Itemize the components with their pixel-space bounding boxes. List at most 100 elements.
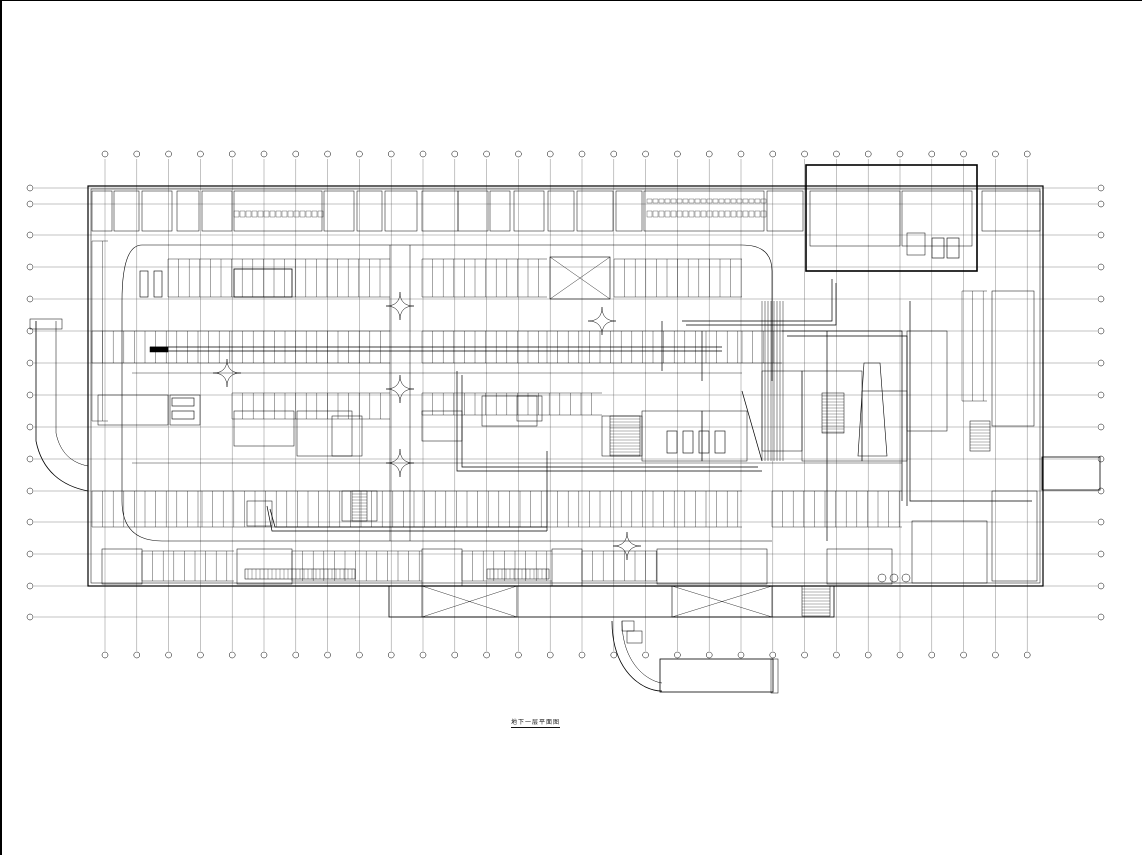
stair-outline [609,415,641,457]
equipment-unit [245,210,252,218]
grid-axis-bubble-icon [133,651,141,659]
core-room [97,394,169,426]
equipment-unit [233,210,240,218]
duct-runs [150,279,1032,541]
core-room [516,395,543,422]
grid-axis-bubble-icon [133,150,141,158]
grid-axis-bubble-icon [101,651,109,659]
equipment-unit [748,210,755,218]
equipment-unit [700,198,707,204]
grid-axis-bubble-icon [292,651,300,659]
equipment-room [457,190,489,232]
grid-axis-bubble-icon [260,651,268,659]
grid-axis-bubble-icon [737,150,745,158]
grid-axis-bubble-icon [833,150,840,158]
grid-axis-bubble-icon [992,651,999,659]
equipment-unit [646,210,653,218]
grid-axis-bubble-icon [26,455,34,463]
parking-stalls [91,240,987,582]
equipment-unit [670,210,677,218]
axis-grid [34,159,1097,651]
parking-stall-icon [421,392,602,416]
pump-room [906,232,926,256]
grid-axis-bubble-icon [515,651,522,659]
grid-axis-bubble-icon [1097,518,1105,526]
grid-axis-bubble-icon [1097,455,1105,463]
equipment-unit [706,210,713,218]
duct-run [787,335,908,506]
axis-bubbles [26,150,1105,659]
equipment-unit [263,210,270,218]
grid-axis-bubble-icon [801,150,808,158]
grid-axis-bubble-icon [451,651,459,659]
equipment-unit [748,198,755,204]
grid-axis-bubble-icon [26,184,34,192]
grid-axis-bubble-icon [546,150,554,158]
ramp-outline [549,256,611,300]
ramp-diagonal [549,256,611,300]
equipment-room [113,190,140,232]
grid-axis-bubble-icon [26,295,34,303]
equipment-unit [682,210,689,218]
equipment-unit [712,198,719,204]
grid-axis-bubble-icon [705,651,713,659]
grid-axis-bubble-icon [387,651,395,659]
grid-axis-bubble-icon [197,651,204,659]
grid-axis-bubble-icon [992,150,999,158]
core-room [169,394,201,426]
ramp-outline [671,585,773,618]
equipment-unit [269,210,276,218]
grid-axis-bubble-icon [1097,613,1105,621]
grid-axis-bubble-icon [769,651,777,659]
equipment-rooms [91,190,1041,617]
duct-run [461,375,758,468]
grid-axis-bubble-icon [26,359,34,367]
lane-crossing-mark [385,374,415,404]
grid-axis-bubble-icon [356,150,363,158]
grid-axis-bubble-icon [674,150,681,158]
drive-lane-north [142,244,773,381]
grid-axis-bubble-icon [737,651,745,659]
equipment-unit [676,198,683,204]
equipment-unit [730,210,737,218]
equipment-unit [742,198,749,204]
equipment-unit [646,198,653,204]
grid-axis-bubble-icon [1097,550,1105,558]
grid-axis-bubble-icon [769,150,777,158]
parking-stall-icon [421,258,547,298]
equipment-unit [736,198,743,204]
equipment-room [981,190,1041,232]
grid-axis-bubble-icon [1097,391,1105,399]
east-entry [1041,456,1101,491]
grid-axis-bubble-icon [26,200,34,208]
equipment-unit [652,198,659,204]
grid-axis-bubble-icon [864,651,872,659]
equipment-room [615,190,643,232]
tank-unit [946,237,960,259]
equipment-unit [742,210,749,218]
grid-axis-bubble-icon [1097,327,1105,335]
core-room [701,410,748,462]
plan-title: 地下一层平面图 [511,719,561,728]
grid-axis-bubble-icon [26,263,34,271]
sump-pit [621,620,635,632]
grid-axis-bubble-icon [197,150,204,158]
room-frame [233,268,293,298]
equipment-unit [311,210,318,218]
equipment-unit [287,210,294,218]
equipment-room [766,190,804,232]
grid-axis-bubble-icon [1097,295,1105,303]
equipment-unit [754,198,761,204]
grid-axis-bubble-icon [26,231,34,239]
duct-run [741,390,763,462]
equipment-room [513,190,545,232]
grid-axis-bubble-icon [578,150,586,158]
equipment-unit [299,210,306,218]
equipment-unit [658,198,665,204]
equipment-unit [694,210,701,218]
stair-icon [351,490,368,522]
lane-crossing-mark [612,531,642,561]
grid-axis-bubble-icon [228,651,236,659]
